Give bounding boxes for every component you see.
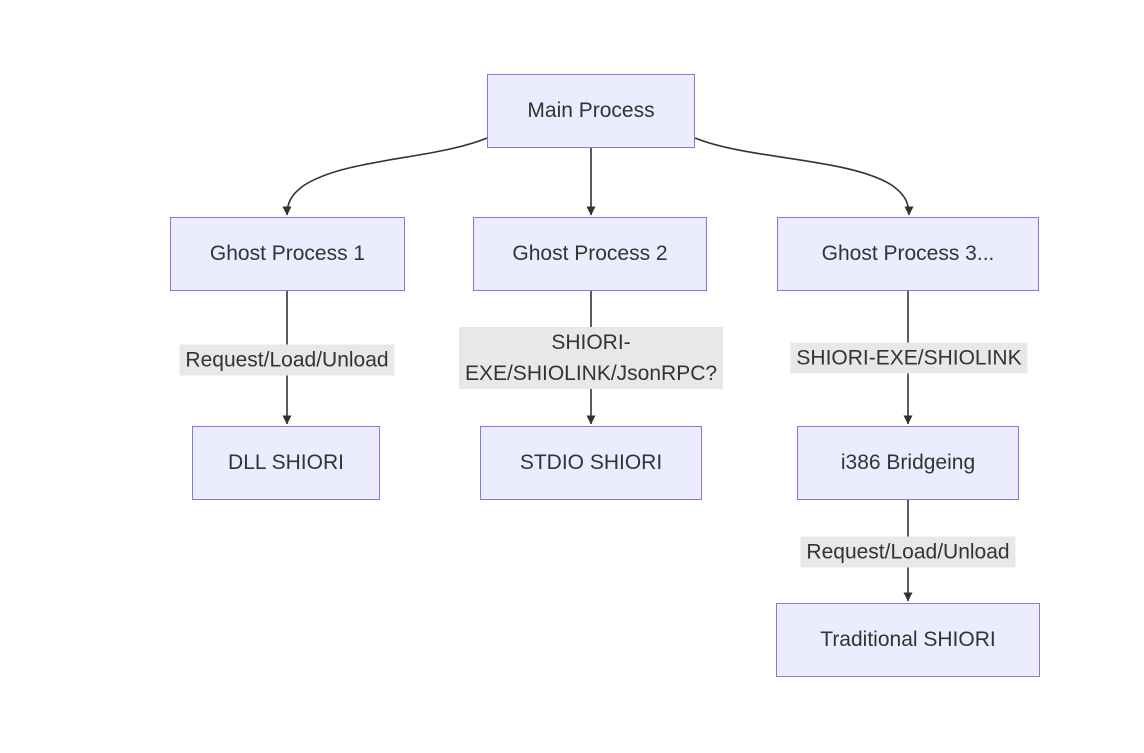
node-stdio-shiori: STDIO SHIORI: [480, 426, 702, 500]
edge-label-text: Request/Load/Unload: [806, 540, 1010, 564]
node-main-process-label: Main Process: [527, 99, 655, 122]
node-dll-shiori: DLL SHIORI: [192, 426, 380, 500]
edge-label-text-line1: SHIORI-: [551, 331, 631, 354]
node-i386-bridgeing: i386 Bridgeing: [797, 426, 1019, 500]
node-traditional-shiori-label: Traditional SHIORI: [820, 628, 996, 651]
node-ghost-process-2-label: Ghost Process 2: [512, 242, 668, 265]
edge-label-text: SHIORI-EXE/SHIOLINK: [796, 346, 1022, 370]
node-ghost-process-2: Ghost Process 2: [473, 217, 707, 291]
edge-label-i386-traditional: Request/Load/Unload: [800, 536, 1016, 568]
node-traditional-shiori: Traditional SHIORI: [776, 603, 1040, 677]
node-i386-bridgeing-label: i386 Bridgeing: [840, 451, 976, 474]
node-stdio-shiori-label: STDIO SHIORI: [519, 451, 663, 474]
edge-label-ghost3-i386: SHIORI-EXE/SHIOLINK: [790, 342, 1028, 374]
node-ghost-process-3-label: Ghost Process 3...: [821, 242, 995, 265]
node-ghost-process-1: Ghost Process 1: [170, 217, 405, 291]
edge-label-ghost2-stdio: SHIORI- EXE/SHIOLINK/JsonRPC?: [458, 327, 724, 389]
edge-main-to-ghost1: [282, 137, 488, 216]
node-main-process: Main Process: [487, 74, 695, 148]
edge-main-to-ghost3: [694, 137, 914, 216]
node-dll-shiori-label: DLL SHIORI: [228, 451, 344, 474]
edge-label-text: Request/Load/Unload: [185, 348, 389, 372]
edge-label-text-line2: EXE/SHIOLINK/JsonRPC?: [464, 362, 718, 385]
node-ghost-process-1-label: Ghost Process 1: [209, 242, 366, 265]
edge-label-ghost1-dll: Request/Load/Unload: [179, 344, 395, 376]
node-ghost-process-3: Ghost Process 3...: [777, 217, 1039, 291]
